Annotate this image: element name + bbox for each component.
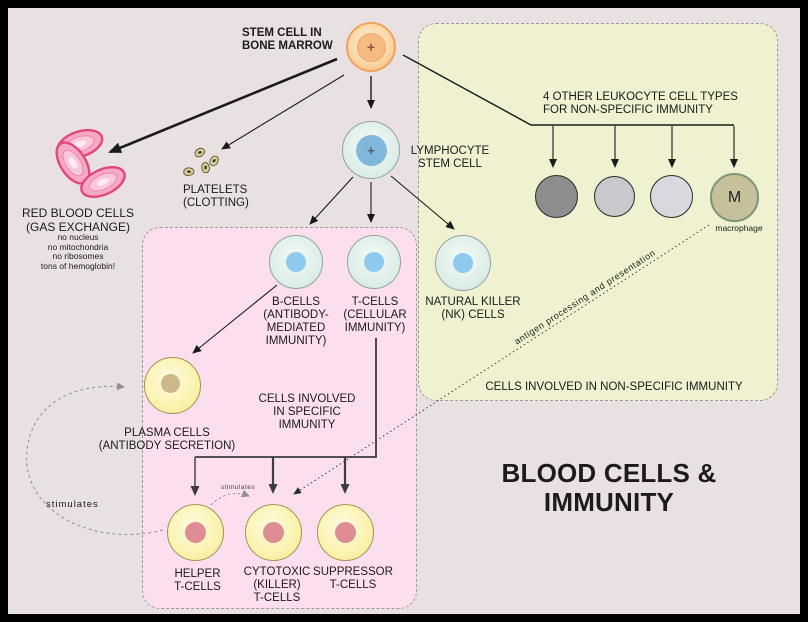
platelets-drawing <box>183 147 219 177</box>
t-cell-nucleus <box>364 252 384 272</box>
lymphocyte-stem-label: LYMPHOCYTE STEM CELL <box>410 145 490 170</box>
arrow-stem-to-rbc <box>108 57 338 154</box>
cytotoxic-t-cell <box>245 504 302 561</box>
b-cells-label: B-CELLS (ANTIBODY- MEDIATED IMMUNITY) <box>263 296 329 347</box>
arrow-b-to-plasma <box>192 284 278 354</box>
helper-t-nucleus <box>185 522 206 543</box>
nonspecific-immunity-label: CELLS INVOLVED IN NON-SPECIFIC IMMUNITY <box>485 381 743 393</box>
helper-t-label: HELPER T-CELLS <box>174 568 221 593</box>
macrophage-symbol: M <box>727 188 742 206</box>
cytotoxic-t-nucleus <box>263 522 284 543</box>
stem-cell-nucleus: + <box>356 32 386 62</box>
macrophage-cell: M <box>710 173 759 222</box>
arrow-lymphocyte-to-b <box>309 176 354 225</box>
stem-cell-label: STEM CELL IN BONE MARROW <box>242 27 333 52</box>
cytotoxic-t-label: CYTOTOXIC (KILLER) T-CELLS <box>243 566 311 604</box>
arrow-stem-to-platelets <box>221 74 345 150</box>
leukocyte-cell-3 <box>650 175 693 218</box>
arrow-stimulates-loop <box>26 382 164 535</box>
arrow-stimulates-helper-to-cytotoxic <box>210 489 250 506</box>
leukocyte-cell-2 <box>594 176 635 217</box>
plasma-cell-nucleus <box>161 373 180 393</box>
rbc-label: RED BLOOD CELLS (GAS EXCHANGE) <box>21 206 135 234</box>
line-stem-to-leukocytes <box>402 54 738 168</box>
leukocyte-heading: 4 OTHER LEUKOCYTE CELL TYPES FOR NON-SPE… <box>543 91 738 116</box>
nk-cell-nucleus <box>453 253 473 273</box>
stimulates-small-label: stimulates <box>220 484 256 491</box>
plasma-cells-label: PLASMA CELLS (ANTIBODY SECRETION) <box>98 427 236 452</box>
suppressor-t-cell <box>317 504 374 561</box>
arrow-antigen-presentation <box>293 224 710 495</box>
main-title: BLOOD CELLS & IMMUNITY <box>501 458 717 518</box>
helper-t-cell <box>167 504 224 561</box>
suppressor-t-label: SUPPRESSOR T-CELLS <box>313 566 393 591</box>
leukocyte-cell-1 <box>535 175 578 218</box>
stem-cell-plus-symbol: + <box>366 39 376 55</box>
nk-cells-label: NATURAL KILLER (NK) CELLS <box>425 296 521 321</box>
b-cell <box>269 235 323 289</box>
macrophage-label: macrophage <box>715 223 763 233</box>
t-cell <box>347 235 401 289</box>
bracket-t-to-effectors <box>190 338 377 496</box>
rbc-notes: no nucleus no mitochondria no ribosomes … <box>40 232 116 271</box>
plasma-cell <box>144 357 201 414</box>
suppressor-t-nucleus <box>335 522 356 543</box>
lymphocyte-plus-symbol: + <box>367 142 375 158</box>
stem-cell: + <box>346 22 396 72</box>
lymphocyte-stem-cell: + <box>342 121 400 179</box>
platelets-label: PLATELETS (CLOTTING) <box>183 184 249 209</box>
stimulates-loop-label: stimulates <box>46 499 99 510</box>
specific-immunity-label: CELLS INVOLVED IN SPECIFIC IMMUNITY <box>258 393 356 431</box>
nk-cell <box>435 235 491 291</box>
arrow-lymphocyte-to-nk <box>390 175 455 230</box>
t-cells-label: T-CELLS (CELLULAR IMMUNITY) <box>343 296 407 334</box>
b-cell-nucleus <box>286 252 306 272</box>
red-blood-cells-drawing <box>55 128 126 198</box>
lymphocyte-stem-nucleus: + <box>355 134 387 166</box>
